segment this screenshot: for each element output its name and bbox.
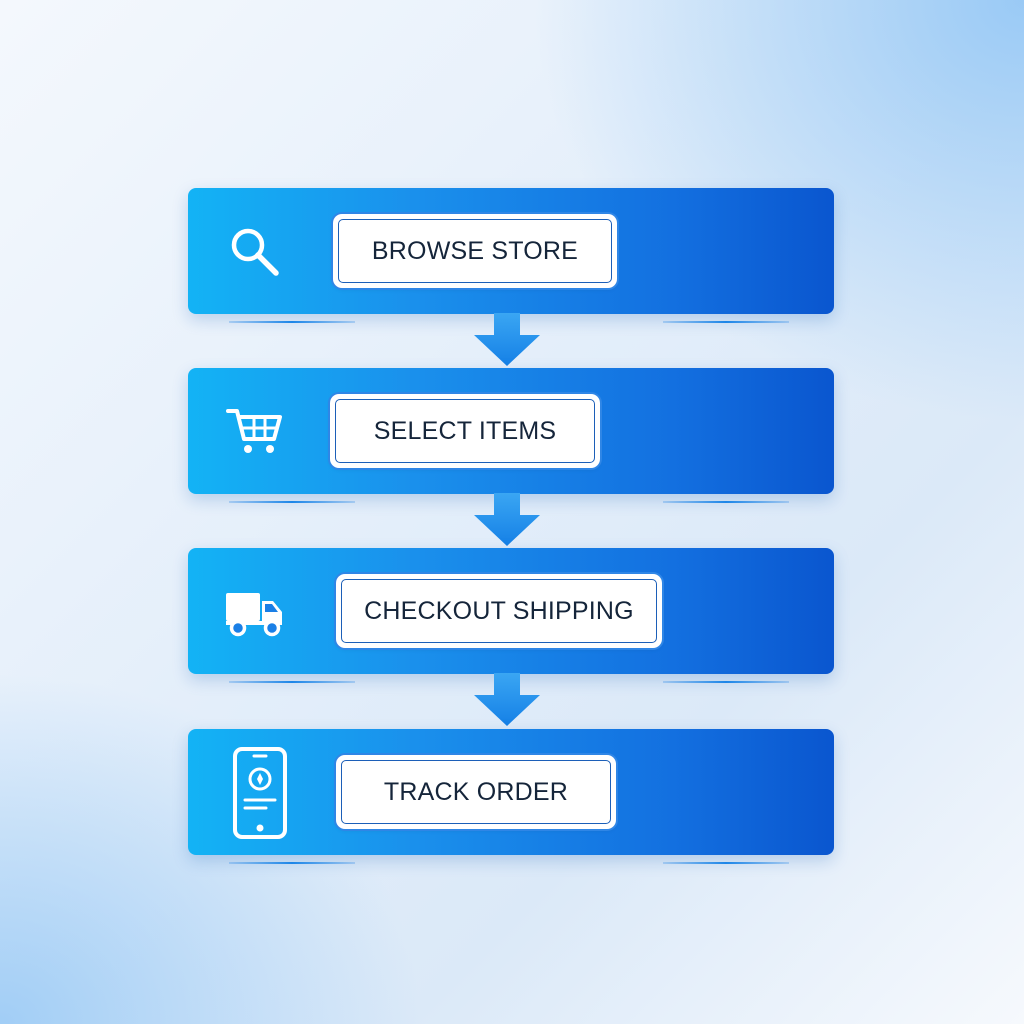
step-label-box: SELECT ITEMS [332, 396, 598, 466]
step-underline-left [229, 862, 355, 864]
step-label: SELECT ITEMS [373, 416, 557, 445]
delivery-truck-icon [224, 581, 284, 641]
step-underline-right [663, 862, 789, 864]
step-underline-right [663, 681, 789, 683]
step-select-items: SELECT ITEMS [188, 368, 834, 494]
down-arrow-icon [472, 493, 542, 547]
step-label-box: CHECKOUT SHIPPING [338, 576, 660, 646]
step-label: TRACK ORDER [383, 777, 569, 806]
step-track-order: TRACK ORDER [188, 729, 834, 855]
step-label-box: BROWSE STORE [335, 216, 615, 286]
step-underline-left [229, 321, 355, 323]
step-label-box: TRACK ORDER [338, 757, 614, 827]
step-underline-right [663, 321, 789, 323]
shopping-cart-icon [224, 401, 284, 461]
step-label: BROWSE STORE [371, 236, 579, 265]
step-label: CHECKOUT SHIPPING [364, 596, 634, 625]
step-browse-store: BROWSE STORE [188, 188, 834, 314]
step-underline-right [663, 501, 789, 503]
search-icon [224, 221, 284, 281]
down-arrow-icon [472, 313, 542, 367]
step-underline-left [229, 501, 355, 503]
smartphone-tracking-icon [232, 746, 288, 840]
down-arrow-icon [472, 673, 542, 727]
step-underline-left [229, 681, 355, 683]
step-checkout-shipping: CHECKOUT SHIPPING [188, 548, 834, 674]
